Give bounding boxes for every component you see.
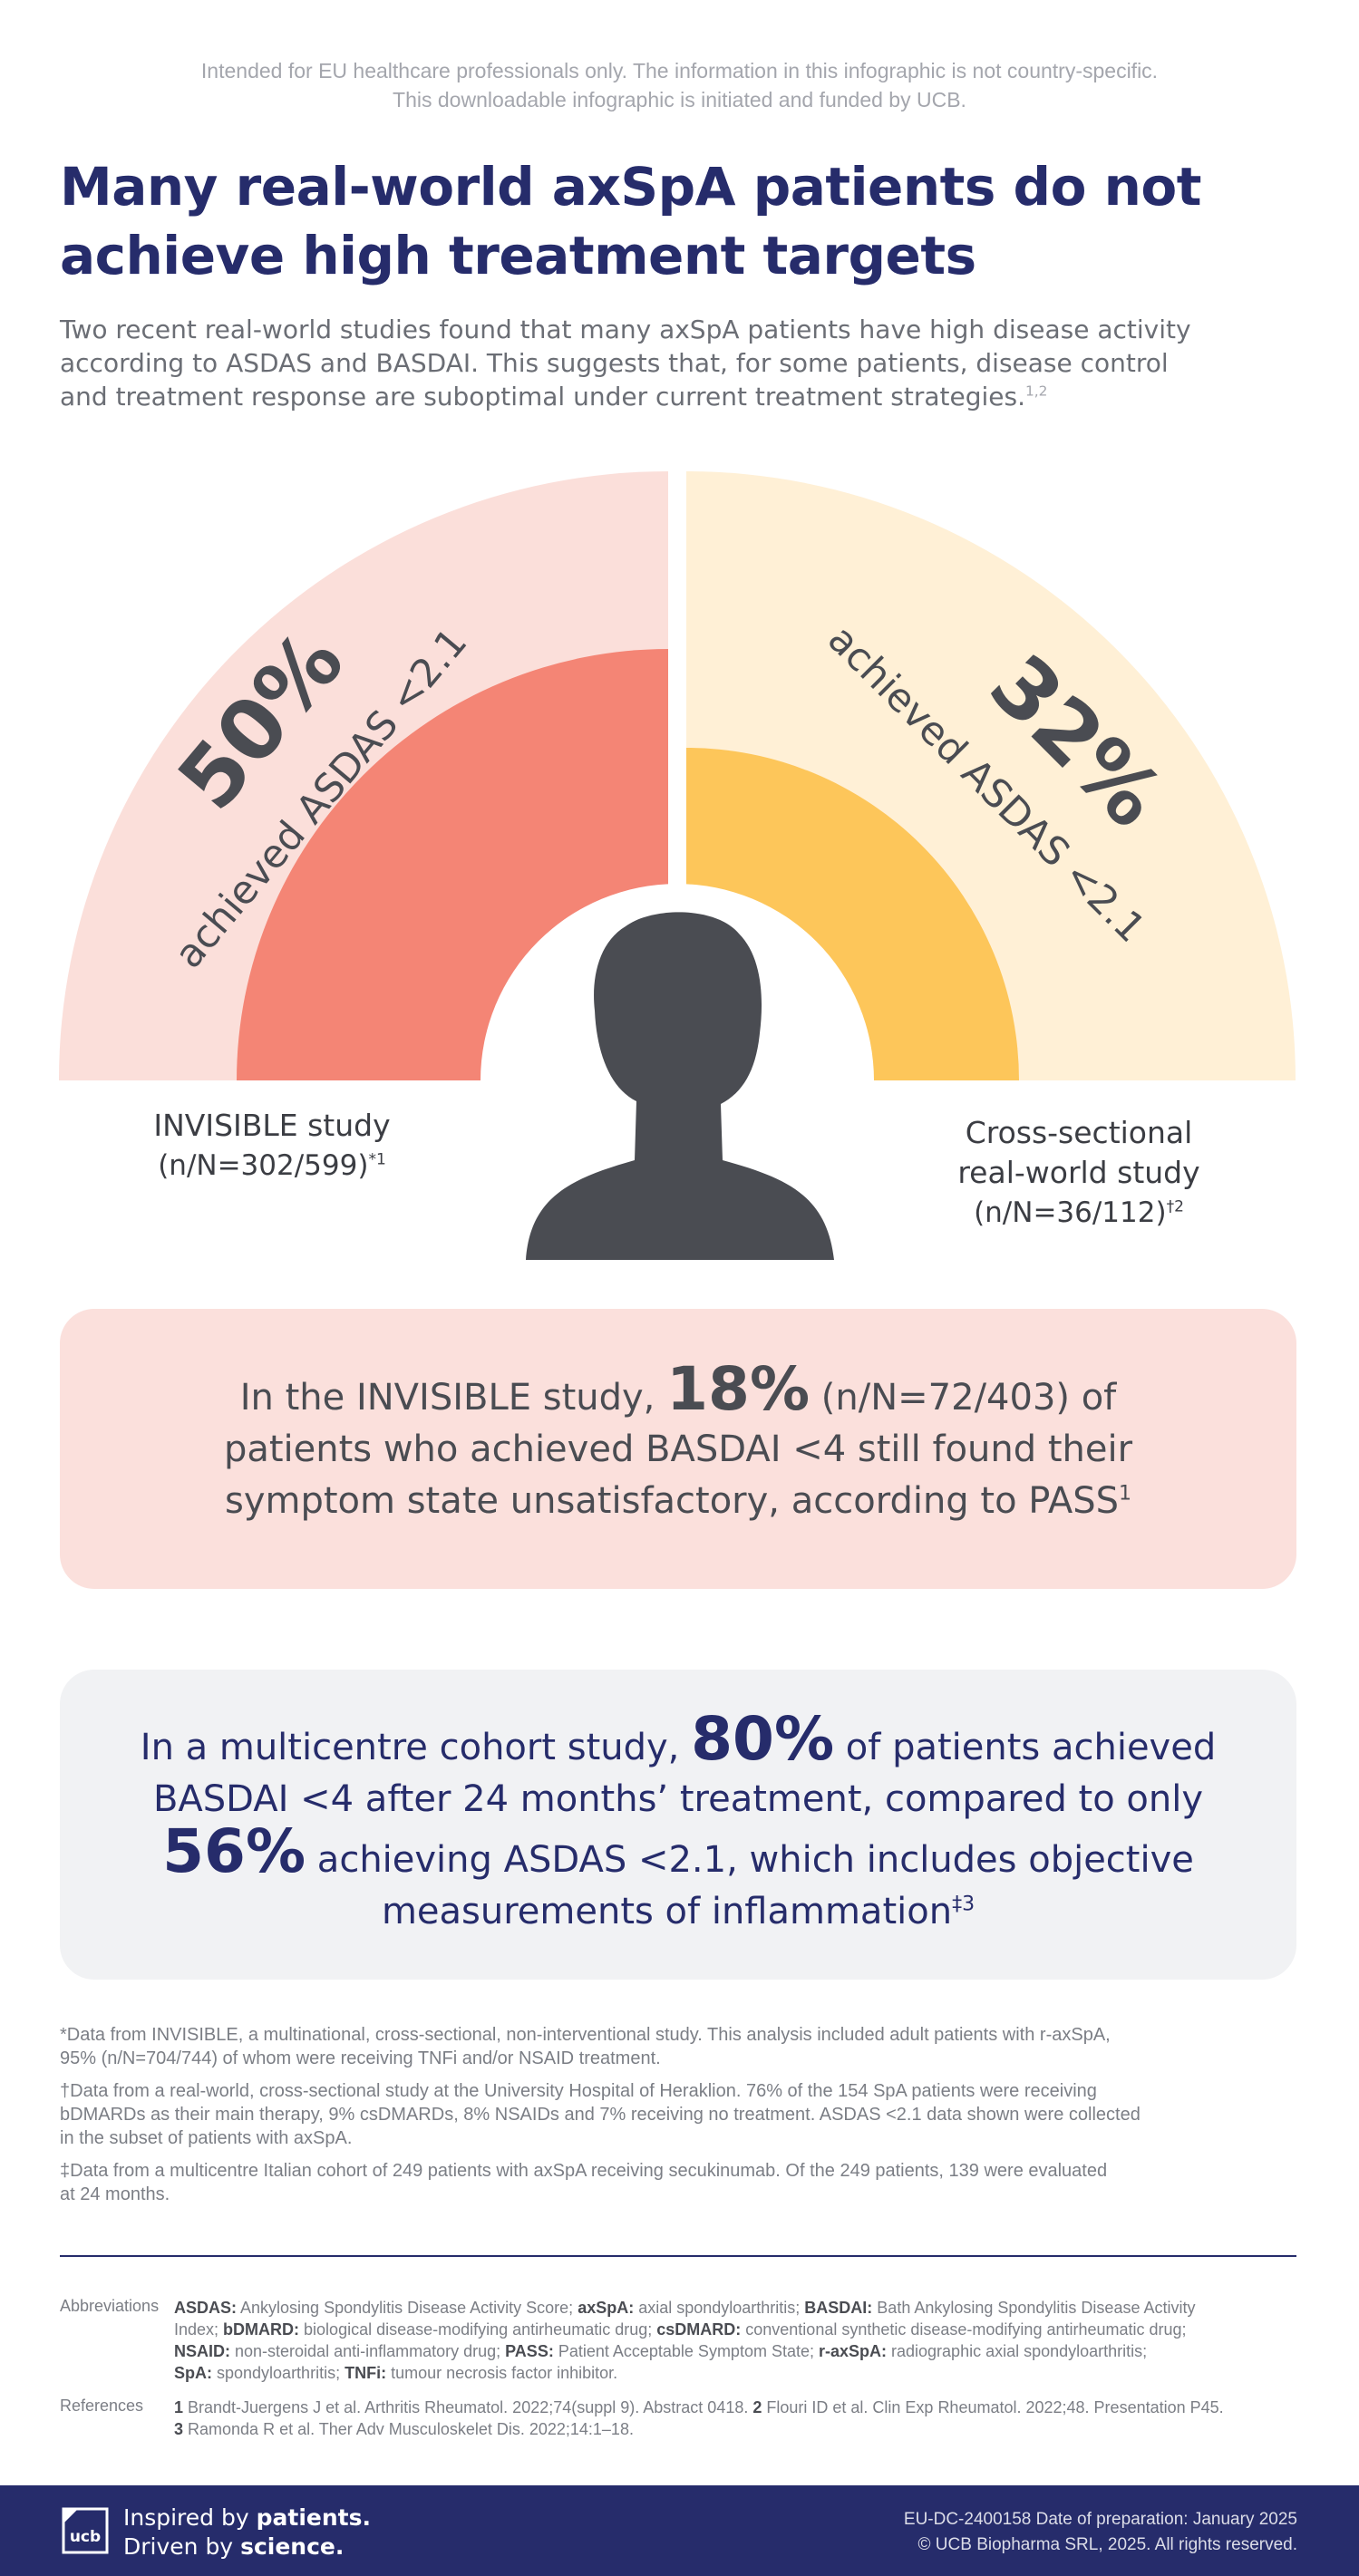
person-silhouette-icon [526, 912, 834, 1260]
footer-bar: ucb Inspired by patients. Driven by scie… [0, 2485, 1359, 2576]
footnote-1: *Data from INVISIBLE, a multinational, c… [60, 2025, 1111, 2068]
title-line-2: achieve high treatment targets [60, 225, 976, 286]
right-study-name-2: real-world study [957, 1155, 1200, 1190]
footer-legal: EU-DC-2400158 Date of preparation: Janua… [904, 2507, 1297, 2558]
asdas-gauge-svg: 50% achieved ASDAS <2.1 32% achieved ASD… [59, 462, 1296, 1260]
references-label: References [60, 2397, 144, 2415]
left-study-sup: *1 [368, 1150, 386, 1169]
intro-paragraph: Two recent real-world studies found that… [60, 313, 1266, 413]
page-title: Many real-world axSpA patients do not ac… [60, 152, 1311, 290]
intro-line-1: Two recent real-world studies found that… [60, 315, 1191, 344]
title-line-1: Many real-world axSpA patients do not [60, 156, 1201, 218]
divider-rule [60, 2255, 1296, 2257]
disclaimer-line-2: This downloadable infographic is initiat… [393, 88, 966, 111]
right-study-n: (n/N=36/112)†2 [974, 1196, 1184, 1229]
disclaimer: Intended for EU healthcare professionals… [0, 56, 1359, 114]
callout-2-text: In a multicentre cohort study, 80% of pa… [60, 1704, 1296, 1938]
intro-line-3-text: and treatment response are suboptimal un… [60, 382, 1025, 412]
intro-refs: 1,2 [1024, 383, 1048, 400]
abbreviations-label: Abbreviations [60, 2297, 160, 2315]
callout-2-line-1: In a multicentre cohort study, 80% of pa… [140, 1704, 1217, 1774]
footnote-3: ‡Data from a multicentre Italian cohort … [60, 2161, 1108, 2204]
intro-line-3: and treatment response are suboptimal un… [60, 380, 1266, 413]
left-study-name: INVISIBLE study [153, 1108, 391, 1143]
right-study-label: Cross-sectional real-world study (n/N=36… [920, 1113, 1238, 1233]
callout-2-stat-1: 80% [691, 1704, 835, 1774]
invisible-study-callout: In the INVISIBLE study, 18% (n/N=72/403)… [60, 1309, 1296, 1589]
callout-2-line-3: 56% achieving ASDAS <2.1, which includes… [162, 1816, 1194, 1886]
asdas-gauge-graphic: 50% achieved ASDAS <2.1 32% achieved ASD… [0, 453, 1359, 1269]
copyright: © UCB Biopharma SRL, 2025. All rights re… [917, 2535, 1297, 2554]
ucb-logo-text: ucb [70, 2528, 101, 2546]
right-study-sup: †2 [1166, 1197, 1184, 1216]
cohort-study-callout: In a multicentre cohort study, 80% of pa… [60, 1670, 1296, 1980]
callout-1-line-3: symptom state unsatisfactory, according … [225, 1480, 1131, 1522]
intro-line-2: according to ASDAS and BASDAI. This sugg… [60, 348, 1169, 378]
disclaimer-line-1: Intended for EU healthcare professionals… [200, 59, 1159, 82]
left-study-n: (n/N=302/599)*1 [158, 1149, 386, 1182]
footnote-2: †Data from a real-world, cross-sectional… [60, 2081, 1141, 2148]
footer-tagline: Inspired by patients. Driven by science. [123, 2504, 371, 2560]
doc-code: EU-DC-2400158 Date of preparation: Janua… [903, 2510, 1297, 2529]
left-study-label: INVISIBLE study (n/N=302/599)*1 [118, 1106, 426, 1186]
abbreviations-text: ASDAS: Ankylosing Spondylitis Disease Ac… [174, 2299, 1196, 2382]
right-study-name-1: Cross-sectional [965, 1115, 1193, 1150]
callout-1-stat: 18% [666, 1354, 811, 1424]
references-text: 1 Brandt-Juergens J et al. Arthritis Rhe… [174, 2398, 1224, 2438]
callout-1-text: In the INVISIBLE study, 18% (n/N=72/403)… [60, 1354, 1296, 1527]
callout-2-stat-2: 56% [162, 1816, 306, 1886]
callout-1-line-2: patients who achieved BASDAI <4 still fo… [223, 1428, 1133, 1470]
callout-2-line-2: BASDAI <4 after 24 months’ treatment, co… [152, 1778, 1204, 1820]
callout-1-line-1: In the INVISIBLE study, 18% (n/N=72/403)… [239, 1354, 1117, 1424]
callout-2-line-4: measurements of inflammation‡3 [381, 1891, 976, 1932]
ucb-logo-icon: ucb [62, 2507, 109, 2554]
